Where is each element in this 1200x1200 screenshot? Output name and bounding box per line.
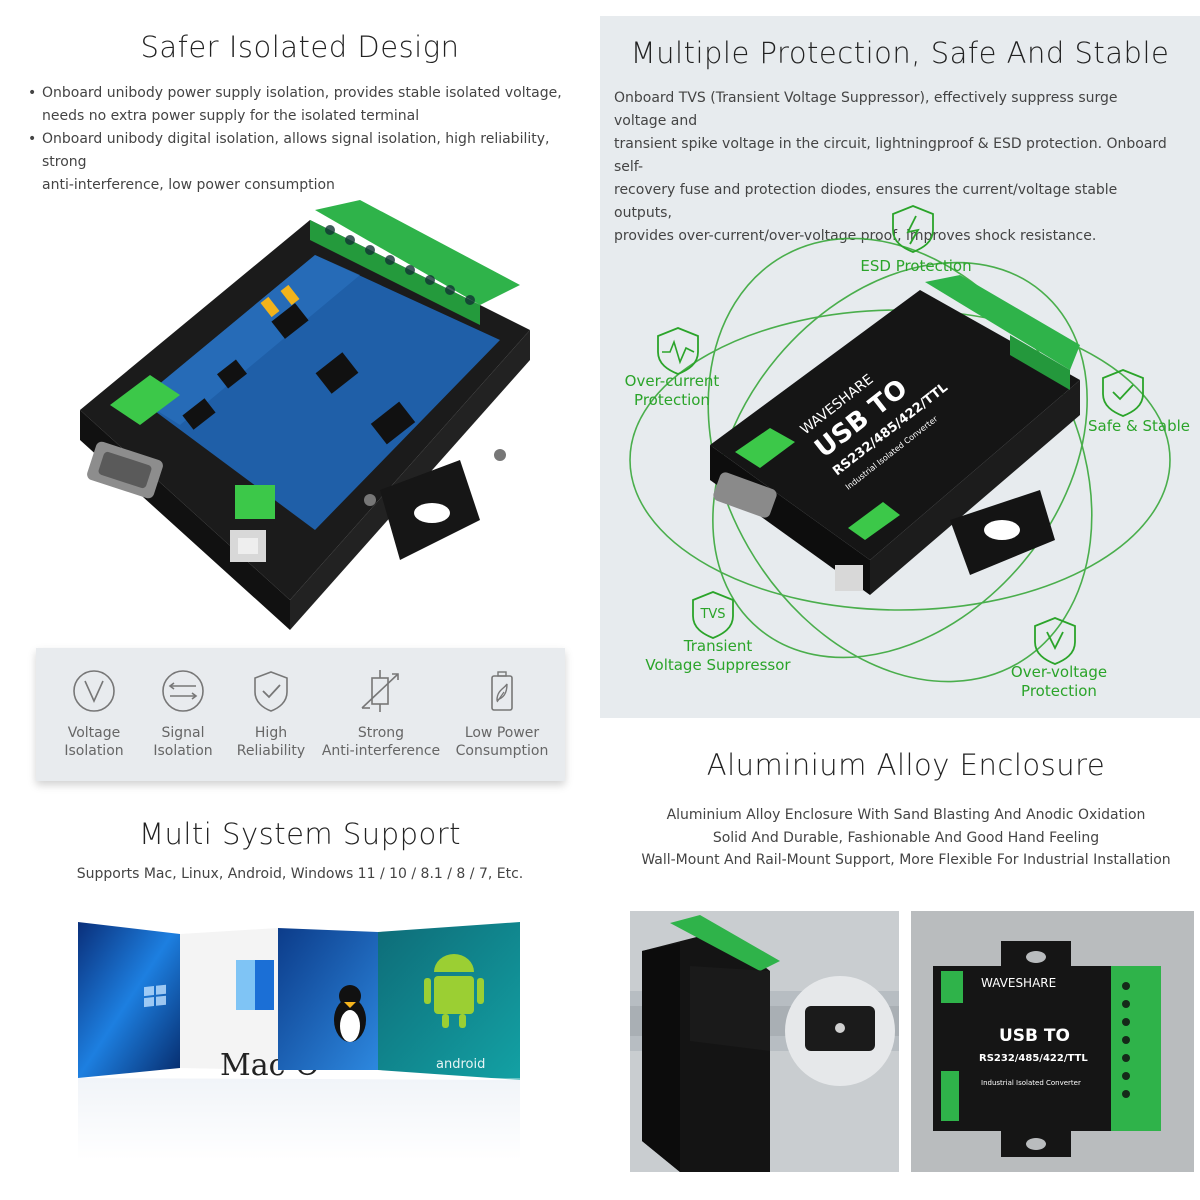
over-voltage-icon [1034, 617, 1076, 665]
list-item: needs no extra power supply for the isol… [42, 108, 420, 124]
list-item: Onboard unibody power supply isolation, … [28, 82, 568, 105]
device-open-illustration [60, 200, 540, 630]
signal-isolation-icon [160, 668, 206, 714]
esd-icon [892, 205, 934, 253]
protection-diagram: WAVESHARE USB TO RS232/485/422/TTL Indus… [600, 190, 1200, 710]
esd-protection-label: ESD Protection [860, 257, 972, 275]
shield-check-icon [248, 668, 294, 714]
safe-stable-label: Safe & Stable [1088, 417, 1190, 435]
feature-voltage-isolation: Voltage Isolation [50, 668, 138, 760]
feature-high-reliability: High Reliability [228, 668, 314, 760]
svg-text:android: android [436, 1057, 485, 1072]
list-item: Onboard unibody digital isolation, allow… [28, 128, 568, 174]
list-item: anti-interference, low power consumption [42, 177, 335, 193]
anti-interference-icon [358, 668, 404, 714]
svg-text:TVS: TVS [699, 607, 725, 622]
battery-icon [479, 668, 525, 714]
voltage-isolation-icon [71, 668, 117, 714]
protection-description: Onboard TVS (Transient Voltage Suppresso… [614, 90, 1167, 244]
aluminium-title: Aluminium Alloy Enclosure [706, 748, 1106, 782]
tvs-icon: TVS [692, 591, 734, 639]
multi-system-subtitle: Supports Mac, Linux, Android, Windows 11… [76, 866, 524, 882]
rail-mount-photo [630, 911, 899, 1172]
svg-text:WAVESHARE: WAVESHARE [981, 976, 1056, 990]
aluminium-line-3: Wall-Mount And Rail-Mount Support, More … [641, 852, 1171, 868]
over-current-icon [657, 327, 699, 375]
svg-text:Industrial Isolated Converter: Industrial Isolated Converter [981, 1079, 1081, 1087]
feature-low-power: Low Power Consumption [446, 668, 558, 760]
aluminium-line-1: Aluminium Alloy Enclosure With Sand Blas… [666, 807, 1146, 823]
aluminium-line-2: Solid And Durable, Fashionable And Good … [712, 830, 1100, 846]
safe-stable-icon [1102, 369, 1144, 417]
feature-signal-isolation: Signal Isolation [142, 668, 224, 760]
protection-title: Multiple Protection, Safe And Stable [630, 36, 1170, 70]
multi-system-title: Multi System Support [138, 817, 462, 851]
wall-mount-photo: WAVESHARE USB TO RS232/485/422/TTL Indus… [911, 911, 1194, 1172]
safer-feature-list: Onboard unibody power supply isolation, … [28, 82, 568, 197]
tvs-label: Transient Voltage Suppressor [645, 637, 791, 674]
over-current-label: Over-current Protection [624, 372, 720, 409]
svg-text:USB TO: USB TO [999, 1026, 1070, 1046]
os-banner: Mac O android [78, 910, 520, 1160]
over-voltage-label: Over-voltage Protection [1010, 663, 1108, 700]
feature-anti-interference: Strong Anti-interference [320, 668, 442, 760]
feature-panel: Voltage Isolation Signal Isolation High … [36, 648, 565, 781]
svg-text:RS232/485/422/TTL: RS232/485/422/TTL [979, 1053, 1088, 1064]
safer-isolated-title: Safer Isolated Design [140, 30, 460, 64]
